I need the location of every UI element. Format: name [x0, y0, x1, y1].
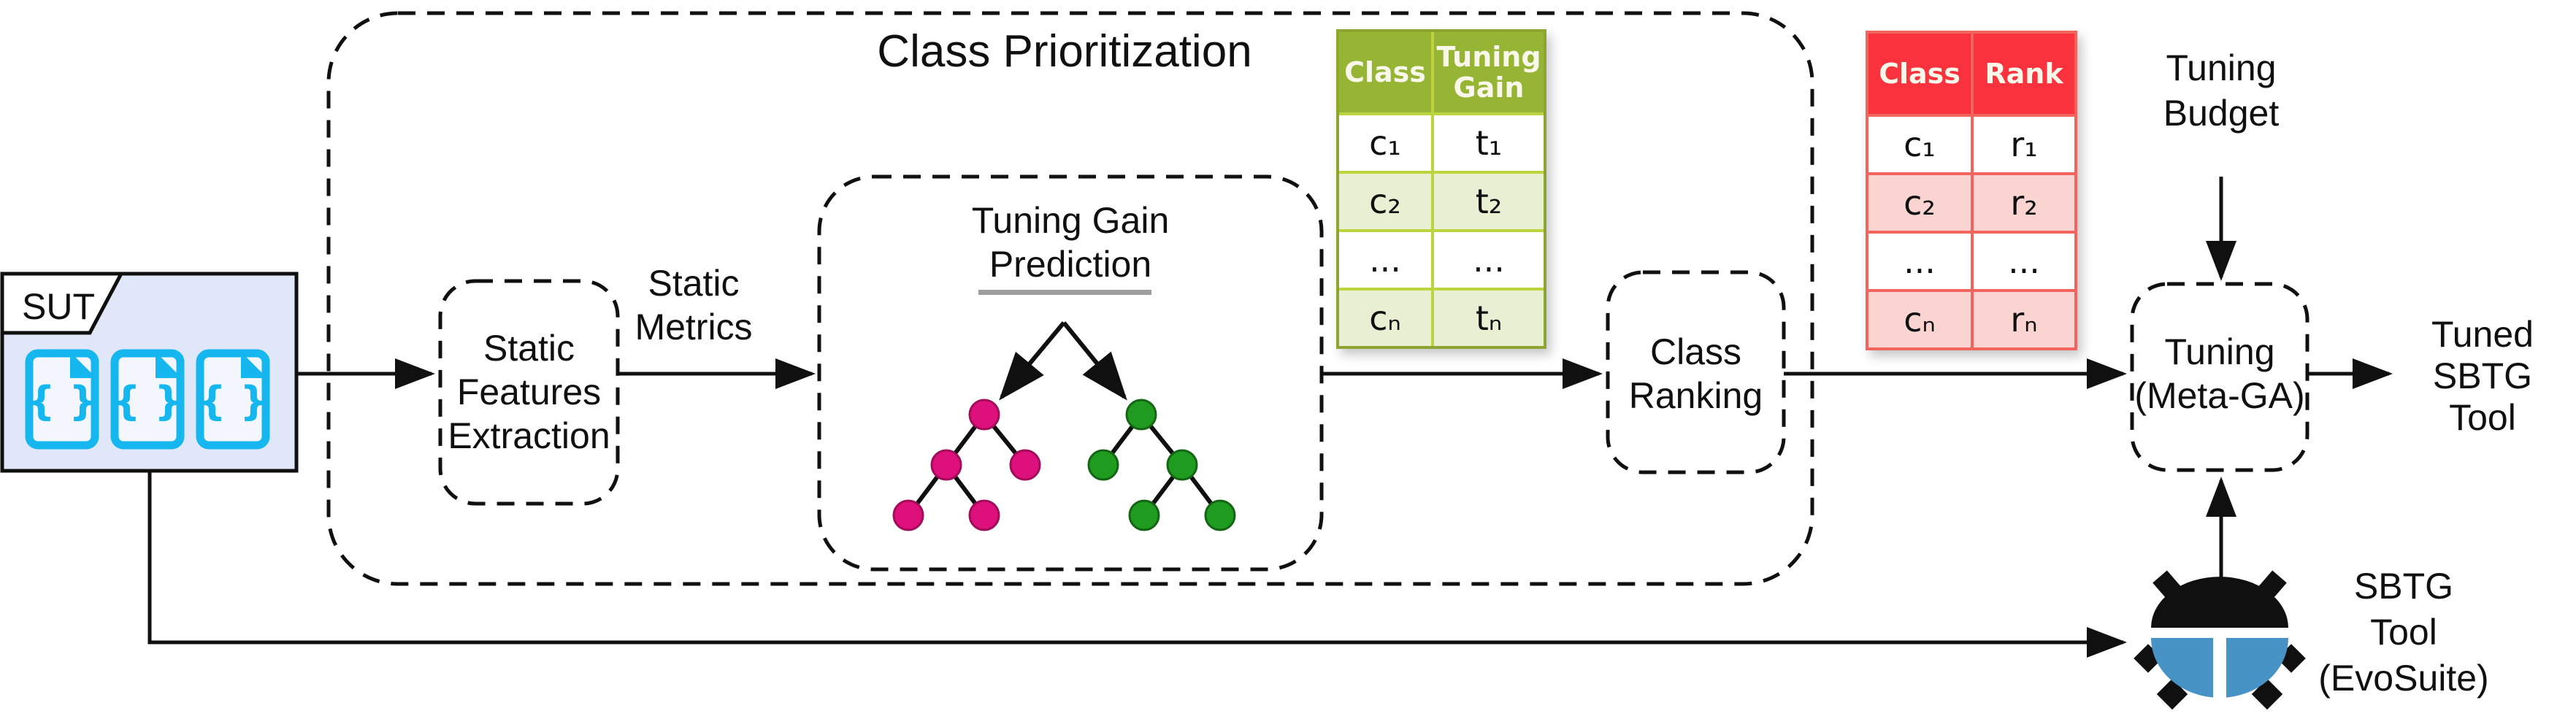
evosuite-bug-icon	[2134, 570, 2306, 710]
sut-label: SUT	[22, 286, 95, 327]
svg-text:{ }: { }	[198, 378, 268, 424]
gain-table-header-class: Class	[1339, 32, 1431, 112]
table-cell: c₁	[1339, 115, 1431, 171]
rank-table-header-rank: Rank	[1974, 34, 2074, 114]
class-rank-table: Class Rank c₁ r₁ c₂ r₂ ... ... cₙ rₙ	[1866, 31, 2077, 350]
svg-text:{ }: { }	[112, 378, 183, 424]
tuning-meta-ga-box	[2130, 282, 2309, 472]
class-prioritization-title: Class Prioritization	[877, 26, 1252, 77]
table-cell: ...	[1974, 234, 2074, 289]
table-cell: t₂	[1434, 174, 1544, 229]
table-cell: c₂	[1339, 174, 1431, 229]
tuned-sbtg-tool-label: Tuned SBTG Tool	[2431, 314, 2534, 438]
table-cell: cₙ	[1868, 292, 1971, 347]
sut-tab	[0, 272, 125, 335]
table-cell: ...	[1868, 234, 1971, 289]
tuning-gain-table: Class Tuning Gain c₁ t₁ c₂ t₂ ... ... cₙ…	[1336, 29, 1546, 349]
prediction-title-divider	[978, 290, 1151, 295]
gain-table-header-gain: Tuning Gain	[1434, 32, 1544, 112]
table-cell: tₙ	[1434, 291, 1544, 346]
sut-to-sbtg-feedback-arrow	[147, 472, 2127, 658]
table-cell: ...	[1339, 232, 1431, 288]
sbtg-tool-evosuite-label: SBTG Tool (EvoSuite)	[2318, 566, 2489, 699]
table-cell: cₙ	[1339, 291, 1431, 346]
rank-table-header-class: Class	[1868, 34, 1971, 114]
static-features-extraction-label: Static Features Extraction	[448, 328, 610, 456]
decision-trees-icon	[892, 321, 1236, 531]
tuning-gain-prediction-label: Tuning Gain Prediction	[971, 200, 1170, 285]
code-file-icon: { }	[110, 349, 185, 450]
class-ranking-label: Class Ranking	[1628, 331, 1763, 416]
tuning-meta-ga-label: Tuning (Meta-GA)	[2134, 331, 2305, 416]
table-cell: r₁	[1974, 117, 2074, 172]
tuning-budget-label: Tuning Budget	[2163, 47, 2280, 134]
code-file-icon: { }	[196, 349, 270, 450]
table-cell: r₂	[1974, 175, 2074, 231]
static-features-extraction-box	[438, 279, 620, 506]
class-prioritization-container	[326, 11, 1814, 586]
table-cell: c₁	[1868, 117, 1971, 172]
svg-text:{ }: { }	[27, 378, 97, 424]
sut-box: { } { } { }	[0, 272, 299, 473]
green-tree-nodes	[1087, 399, 1236, 531]
class-ranking-box	[1606, 270, 1786, 474]
table-cell: rₙ	[1974, 292, 2074, 347]
static-metrics-label: Static Metrics	[635, 263, 753, 347]
table-cell: t₁	[1434, 115, 1544, 171]
table-cell: c₂	[1868, 175, 1971, 231]
table-cell: ...	[1434, 232, 1544, 288]
pink-tree-nodes	[892, 399, 1041, 531]
code-file-icon: { }	[25, 349, 99, 450]
